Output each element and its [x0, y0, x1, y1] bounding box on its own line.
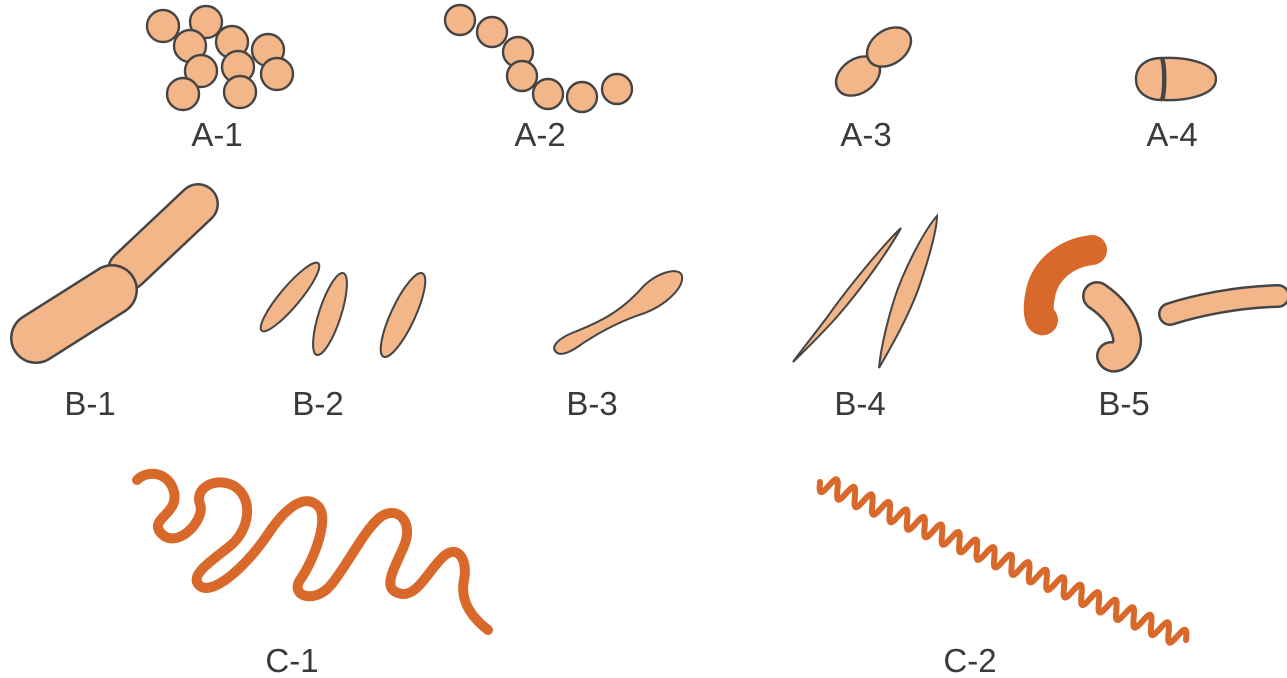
- fusiform-b4: [793, 216, 937, 368]
- label-a4: A-4: [1146, 116, 1197, 153]
- label-b1: B-1: [64, 385, 115, 422]
- cocci-chain-a2: [445, 5, 632, 112]
- rods-b1: [36, 204, 198, 338]
- label-b3: B-3: [566, 385, 617, 422]
- diplococci-a4: [1136, 58, 1216, 100]
- label-a2: A-2: [514, 116, 565, 153]
- label-a1: A-1: [191, 116, 242, 153]
- club-rod-b3: [554, 271, 682, 354]
- curved-rods-b5: [1039, 250, 1278, 358]
- diplococci-a3: [829, 19, 919, 103]
- label-b4: B-4: [834, 385, 885, 422]
- label-b5: B-5: [1098, 385, 1149, 422]
- spiral-c2: [820, 479, 1187, 642]
- spiral-c1: [137, 474, 488, 630]
- rods-b2: [254, 257, 433, 362]
- label-b2: B-2: [292, 385, 343, 422]
- label-c2: C-2: [943, 642, 996, 678]
- label-c1: C-1: [265, 642, 318, 678]
- label-a3: A-3: [840, 116, 891, 153]
- cocci-cluster-a1: [147, 6, 293, 110]
